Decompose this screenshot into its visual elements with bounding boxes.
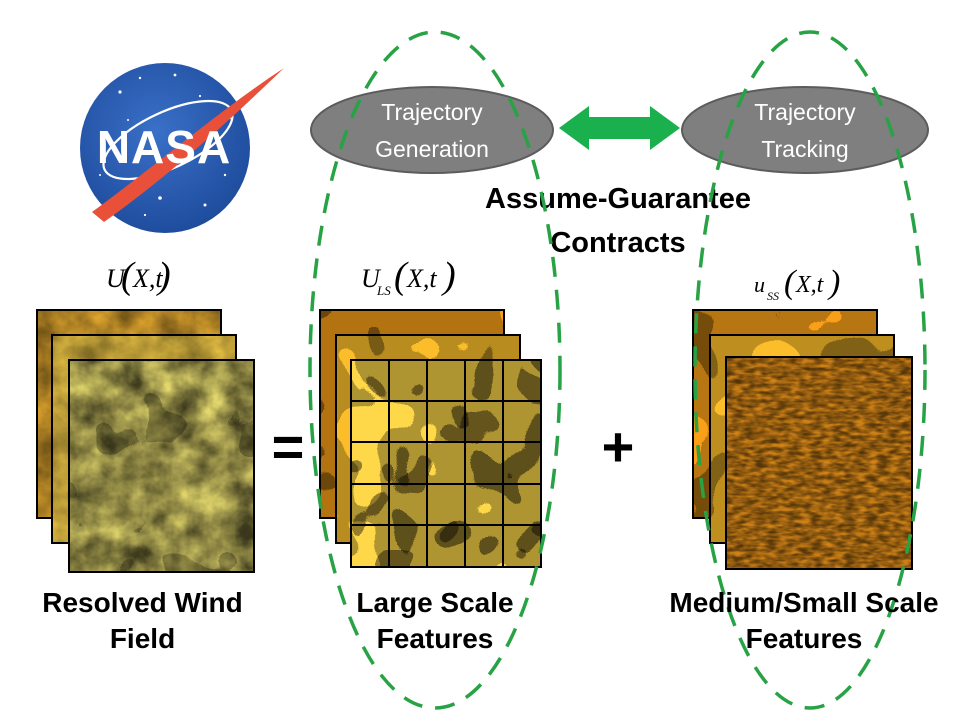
tracking-label-line2: Tracking <box>761 136 848 162</box>
svg-text:(: ( <box>121 255 136 297</box>
generation-label-line2: Generation <box>375 136 489 162</box>
large-scale-group-outline <box>308 30 562 710</box>
caption-resolved-line2: Field <box>109 623 176 654</box>
caption-small: Medium/Small Scale Features <box>648 585 960 657</box>
formula-resolved-args: X,t <box>132 264 163 293</box>
formula-resolved: U ( X,t ) <box>106 255 171 297</box>
resolved-wind-stack <box>36 309 255 573</box>
tracking-label-line1: Trajectory <box>754 99 856 125</box>
svg-text:(: ( <box>784 264 798 301</box>
caption-resolved-line1: Resolved Wind <box>42 587 243 618</box>
caption-small-line1: Medium/Small Scale <box>669 587 939 618</box>
nasa-logo: NASA <box>80 63 284 233</box>
contracts-label-line1: Assume-Guarantee <box>485 183 751 215</box>
small-layer-front <box>725 356 913 570</box>
formula-small: u SS ( X,t ) <box>754 264 840 303</box>
resolved-layer-front <box>68 359 255 573</box>
svg-text:): ) <box>156 255 171 297</box>
formula-small-subscript: SS <box>767 289 779 303</box>
small-scale-stack <box>692 309 913 570</box>
caption-resolved: Resolved Wind Field <box>20 585 265 657</box>
equals-sign: = <box>272 415 305 478</box>
plus-sign: + <box>602 415 635 478</box>
generation-label-line1: Trajectory <box>381 99 483 125</box>
svg-text:(: ( <box>394 255 409 297</box>
trajectory-tracking-node: Trajectory Tracking <box>681 86 929 174</box>
formula-small-args: X,t <box>795 272 825 298</box>
logo-wordmark: NASA <box>97 121 231 173</box>
svg-text:): ) <box>827 264 840 301</box>
svg-text:): ) <box>441 255 456 297</box>
caption-large-line2: Features <box>376 623 494 654</box>
formula-large-args: X,t <box>406 264 437 293</box>
formula-large-symbol: U <box>361 264 382 293</box>
caption-large-line1: Large Scale <box>356 587 514 618</box>
trajectory-generation-node: Trajectory Generation <box>310 86 554 174</box>
formula-large-subscript: LS <box>376 283 391 298</box>
large-scale-grid <box>351 360 541 567</box>
formula-large: U LS ( X,t ) <box>361 255 456 298</box>
large-scale-stack <box>319 309 542 568</box>
logo-chevron <box>92 68 284 222</box>
small-scale-group-outline <box>693 30 927 710</box>
formula-resolved-symbol: U <box>106 264 127 293</box>
double-arrow-icon <box>559 106 680 150</box>
caption-large: Large Scale Features <box>325 585 545 657</box>
caption-small-line2: Features <box>745 623 863 654</box>
large-layer-front <box>350 359 542 568</box>
contracts-label-line2: Contracts <box>550 227 685 259</box>
formula-small-symbol: u <box>754 272 765 297</box>
